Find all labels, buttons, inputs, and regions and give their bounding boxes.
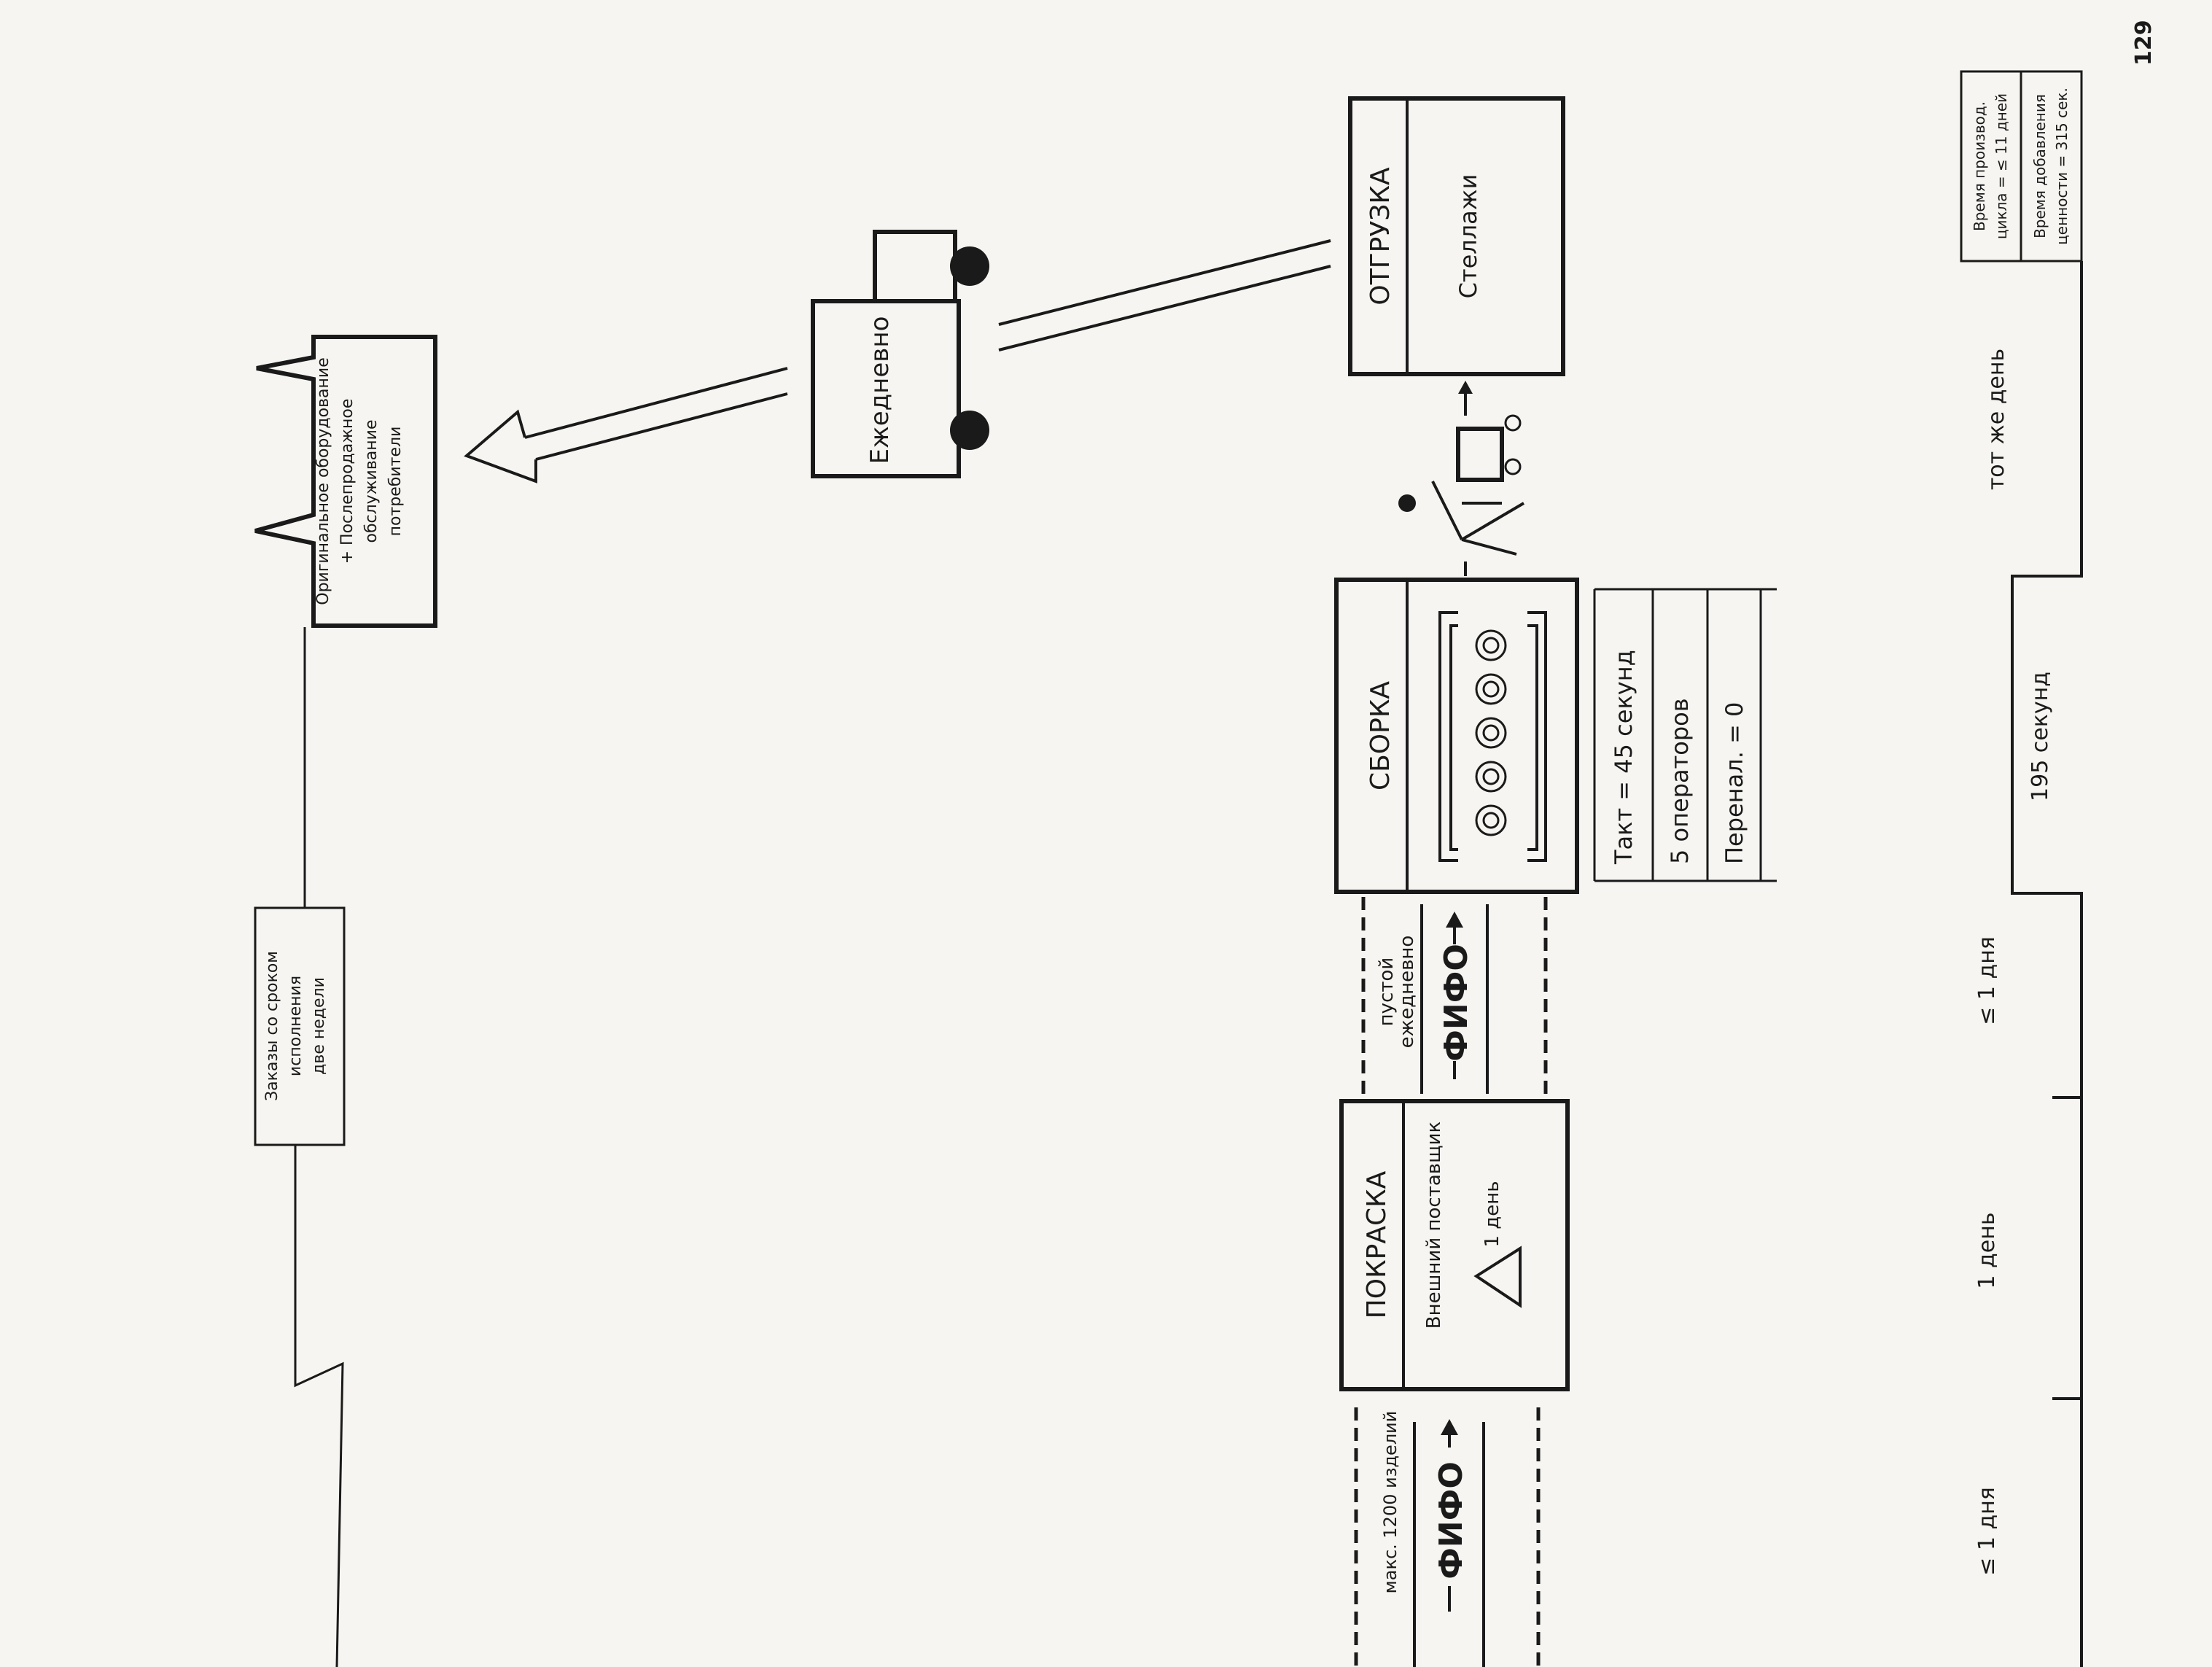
- timeline-segment-3: ≤ 1 дня: [1974, 936, 2000, 1025]
- assembly-takt: Такт = 45 секунд: [1610, 650, 1637, 865]
- timeline-segment-2: 1 день: [1974, 1212, 2000, 1289]
- fifo-lane-2: макс. 1200 изделий ФИФО: [1354, 1407, 1541, 1667]
- orders-line1: Заказы со сроком: [263, 951, 281, 1101]
- shipping-subtitle: Стеллажи: [1454, 174, 1482, 299]
- assembly-operators: 5 операторов: [1666, 698, 1694, 864]
- painting-inventory-time: 1 день: [1481, 1181, 1503, 1247]
- inventory-triangle-icon: [1473, 1246, 1522, 1308]
- shipping-process-box: ОТГРУЗКА Стеллажи: [1348, 96, 1565, 376]
- customer-label-line2: + Послепродажное: [338, 399, 357, 564]
- customer-label-line4: потребители: [386, 427, 405, 537]
- summary-line4: ценности = 315 сек.: [2053, 88, 2071, 245]
- summary-line1: Время производ.: [1971, 101, 1988, 231]
- timeline-segment-4: 195 секунд: [2028, 672, 2053, 801]
- customer-factory: Оригинальное оборудование + Послепродажн…: [254, 335, 437, 628]
- info-flow-line: [294, 627, 344, 1667]
- timeline-summary-box: Время производ. цикла = ≤ 11 дней Время …: [1960, 70, 2083, 263]
- assembly-title: СБОРКА: [1366, 681, 1395, 790]
- truck-label: Ежедневно: [865, 316, 895, 465]
- fifo-1-note-line2: ежедневно: [1396, 936, 1418, 1049]
- painting-title: ПОКРАСКА: [1362, 1170, 1392, 1318]
- fifo-lane-1: пустой ежедневно ФИФО: [1361, 897, 1548, 1097]
- assembly-data-box: Такт = 45 секунд 5 операторов Перенал. =…: [1593, 588, 1777, 882]
- shipment-arrow: [464, 239, 1331, 483]
- customer-label-line1: Оригинальное оборудование: [314, 357, 332, 605]
- fifo-1-note-line1: пустой: [1376, 957, 1398, 1027]
- fifo-1-label: ФИФО: [1438, 944, 1475, 1062]
- summary-line3: Время добавления: [2031, 94, 2049, 238]
- painting-supplier: Внешний поставщик: [1423, 1122, 1445, 1329]
- timeline-segment-1: ≤ 1 дня: [1974, 1487, 2000, 1576]
- orders-line3: две недели: [310, 977, 328, 1075]
- fifo-2-label: ФИФО: [1433, 1461, 1470, 1579]
- assembly-process-box: СБОРКА: [1334, 578, 1579, 894]
- customer-label-line3: обслуживание: [362, 420, 381, 543]
- truck-icon: Ежедневно: [811, 230, 989, 478]
- page-number: 129: [2131, 20, 2157, 66]
- painting-process-box: ПОКРАСКА Внешний поставщик 1 день: [1339, 1099, 1570, 1391]
- shipping-title: ОТГРУЗКА: [1366, 167, 1395, 306]
- timeline-segment-5: тот же день: [1984, 349, 2009, 490]
- timeline-ladder: ≤ 1 дня 1 день ≤ 1 дня 195 секунд тот же…: [1974, 261, 2083, 1667]
- orders-box: Заказы со сроком исполнения две недели: [254, 906, 346, 1146]
- orders-line2: исполнения: [287, 976, 305, 1076]
- assembly-changeover: Перенал. = 0: [1721, 702, 1748, 864]
- summary-line2: цикла = ≤ 11 дней: [1993, 93, 2010, 239]
- u-cell-icon: [1438, 611, 1547, 862]
- operator-cart-icon: [1398, 381, 1525, 576]
- fifo-2-note: макс. 1200 изделий: [1380, 1411, 1401, 1594]
